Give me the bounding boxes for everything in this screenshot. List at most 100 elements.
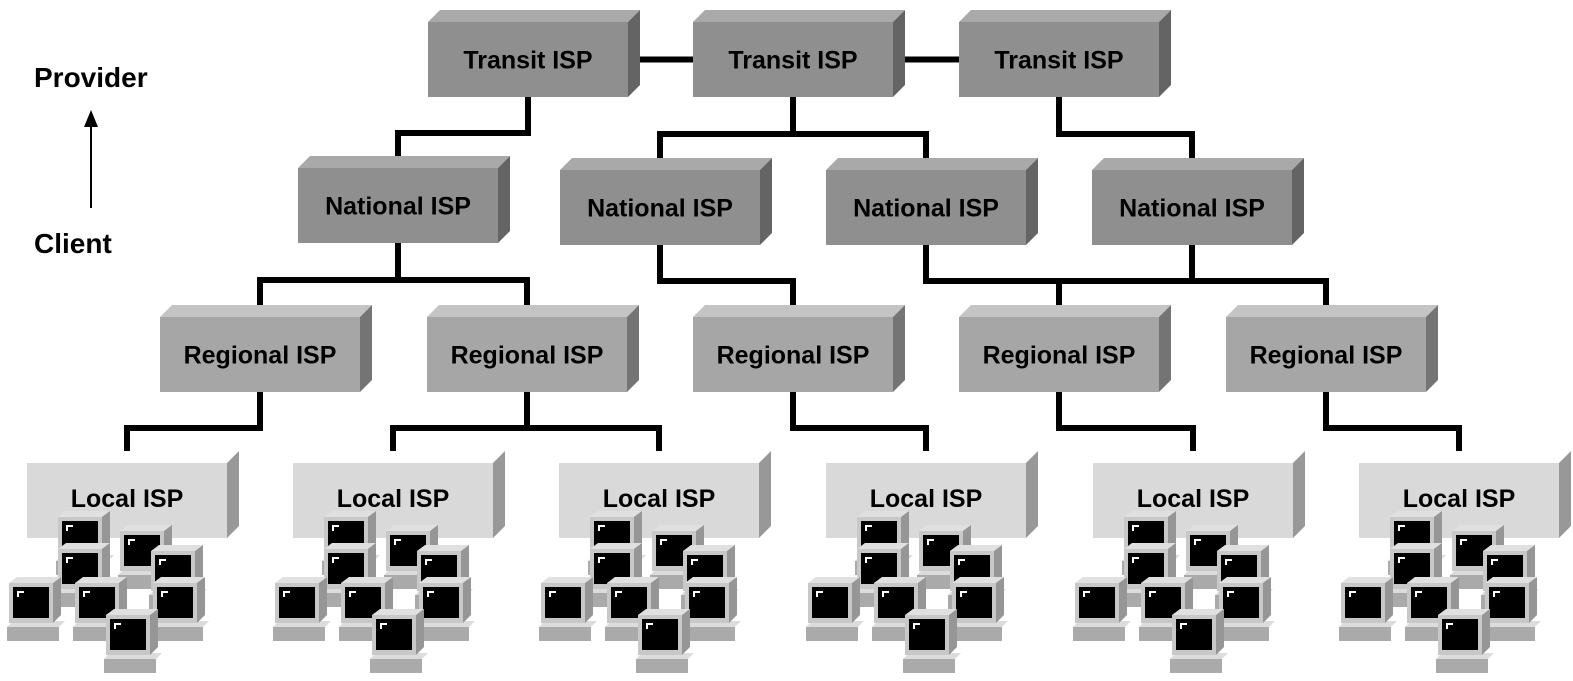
screen-glare bbox=[161, 591, 168, 597]
screen-glare bbox=[598, 525, 605, 531]
box-side-face bbox=[627, 305, 639, 392]
screen-glare bbox=[66, 525, 73, 531]
screen-glare bbox=[958, 559, 965, 565]
link-regional-5-local-6 bbox=[1323, 392, 1462, 463]
link-transit-1-national-1 bbox=[395, 97, 531, 168]
screen-glare bbox=[66, 557, 73, 563]
monitor-top bbox=[1452, 525, 1504, 531]
transit-1-box: Transit ISP bbox=[428, 10, 640, 97]
monitor-top bbox=[1217, 545, 1269, 551]
local-2-computer-8 bbox=[370, 609, 428, 673]
local-5-computer-8 bbox=[1170, 609, 1228, 673]
monitor-top bbox=[857, 543, 909, 549]
box-side-face bbox=[360, 305, 372, 392]
box-top-face bbox=[1092, 158, 1304, 170]
screen-glare bbox=[17, 591, 24, 597]
screen-glare bbox=[128, 539, 135, 545]
local-5-computer-5 bbox=[1073, 577, 1131, 641]
monitor-top bbox=[324, 543, 376, 549]
box-side-face bbox=[1159, 10, 1171, 97]
screen-glare bbox=[927, 539, 934, 545]
box-top-face bbox=[693, 305, 905, 317]
monitor-top bbox=[1407, 577, 1459, 583]
computer-base-front bbox=[1217, 627, 1269, 641]
box-side-face bbox=[759, 451, 771, 538]
monitor-top bbox=[153, 577, 205, 583]
monitor-top bbox=[1075, 577, 1127, 583]
local-3-computer-7 bbox=[683, 577, 741, 641]
screen-glare bbox=[865, 557, 872, 563]
local-4-computer-7 bbox=[950, 577, 1008, 641]
box-top-face bbox=[559, 451, 771, 463]
screen-glare bbox=[1149, 591, 1156, 597]
regional-4-box: Regional ISP bbox=[959, 305, 1171, 392]
box-front-face bbox=[826, 170, 1026, 245]
screen-glare bbox=[1349, 591, 1356, 597]
monitor-top bbox=[590, 543, 642, 549]
screen-glare bbox=[598, 557, 605, 563]
connector-links bbox=[124, 56, 1462, 463]
screen-glare bbox=[159, 559, 166, 565]
box-side-face bbox=[1292, 158, 1304, 245]
computer-base-front bbox=[273, 627, 325, 641]
screen-glare bbox=[425, 559, 432, 565]
monitor-side bbox=[150, 609, 158, 655]
box-front-face bbox=[1092, 170, 1292, 245]
monitor-side bbox=[1385, 577, 1393, 623]
link-transit-2-national-3 bbox=[790, 97, 929, 170]
local-4-label: Local ISP bbox=[870, 485, 983, 513]
local-6-label: Local ISP bbox=[1403, 485, 1516, 513]
monitor-side bbox=[1529, 577, 1537, 623]
computer-base-front bbox=[1483, 627, 1535, 641]
box-top-face bbox=[428, 10, 640, 22]
monitor-side bbox=[319, 577, 327, 623]
local-2-computer-5 bbox=[273, 577, 331, 641]
monitor-top bbox=[372, 609, 424, 615]
box-top-face bbox=[959, 305, 1171, 317]
screen-glare bbox=[427, 591, 434, 597]
monitor-top bbox=[58, 543, 110, 549]
screen-glare bbox=[1491, 559, 1498, 565]
monitor-top bbox=[58, 511, 110, 517]
computer-base-front bbox=[417, 627, 469, 641]
computer-base-front bbox=[950, 627, 1002, 641]
link-regional-1-local-1 bbox=[124, 392, 263, 463]
screen-glare bbox=[913, 623, 920, 629]
transit-1-label: Transit ISP bbox=[463, 47, 592, 75]
box-side-face bbox=[1293, 451, 1305, 538]
monitor-top bbox=[950, 545, 1002, 551]
link-national-3-regional-5 bbox=[923, 245, 1329, 317]
monitor-top bbox=[652, 525, 704, 531]
box-front-face bbox=[428, 22, 628, 97]
box-side-face bbox=[628, 10, 640, 97]
monitor-top bbox=[919, 525, 971, 531]
monitor-top bbox=[952, 577, 1004, 583]
screen-glare bbox=[1446, 623, 1453, 629]
national-4-box: National ISP bbox=[1092, 158, 1304, 245]
local-4-computer-8 bbox=[903, 609, 961, 673]
screen-glare bbox=[1398, 557, 1405, 563]
screen-glare bbox=[1132, 557, 1139, 563]
transit-3-label: Transit ISP bbox=[994, 47, 1123, 75]
monitor-side bbox=[585, 577, 593, 623]
screen-glare bbox=[1194, 539, 1201, 545]
box-front-face bbox=[959, 22, 1159, 97]
monitor-top bbox=[75, 577, 127, 583]
box-top-face bbox=[427, 305, 639, 317]
monitor-top bbox=[417, 545, 469, 551]
screen-glare bbox=[332, 557, 339, 563]
computer-base-front bbox=[806, 627, 858, 641]
box-top-face bbox=[298, 156, 510, 168]
box-side-face bbox=[1426, 305, 1438, 392]
regional-2-box: Regional ISP bbox=[427, 305, 639, 392]
link-regional-3-local-4 bbox=[790, 392, 929, 463]
monitor-top bbox=[1341, 577, 1393, 583]
monitor-top bbox=[683, 545, 735, 551]
national-4-label: National ISP bbox=[1119, 195, 1265, 223]
computer-base-front bbox=[370, 659, 422, 673]
box-top-face bbox=[693, 10, 905, 22]
box-front-face bbox=[298, 168, 498, 243]
monitor-top bbox=[386, 525, 438, 531]
screen-glare bbox=[283, 591, 290, 597]
